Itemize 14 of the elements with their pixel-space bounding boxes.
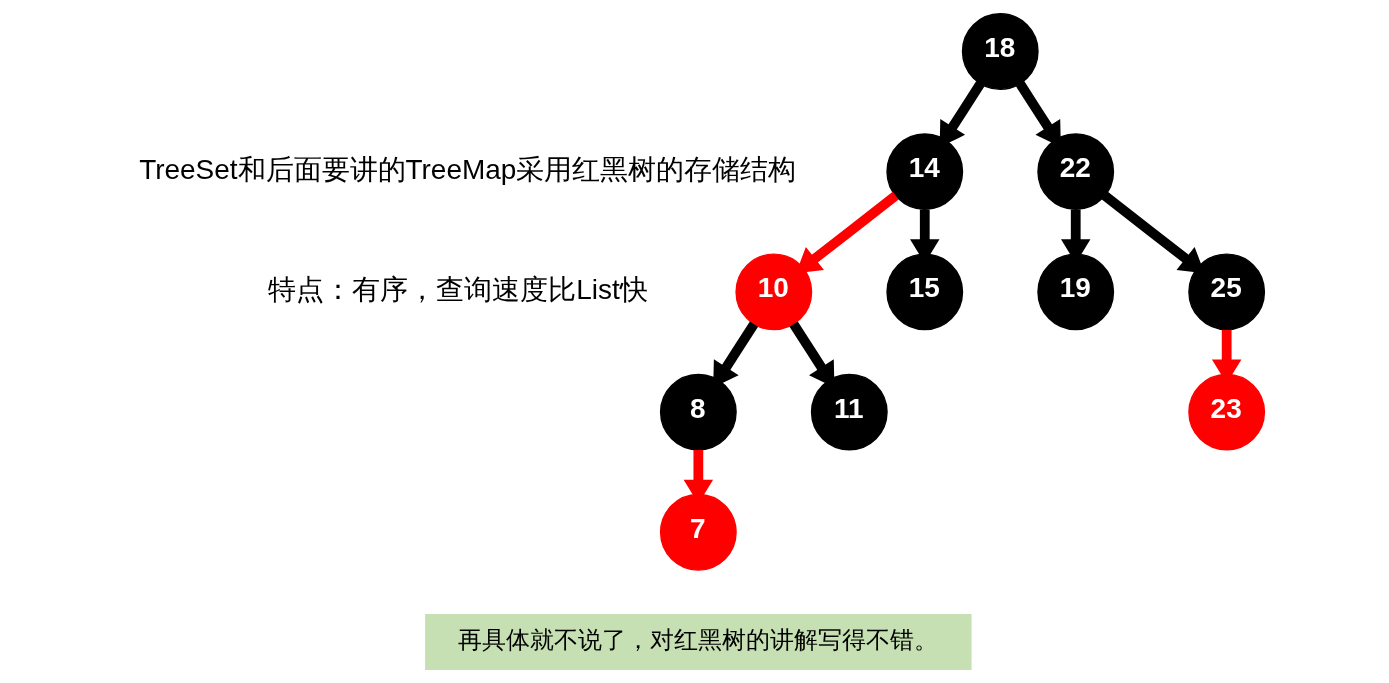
node-circle: 25 [1188,253,1266,331]
node-circle: 22 [1037,133,1115,211]
node-circle: 18 [961,13,1039,90]
node-box: 再具体就不说了，对红黑树的讲解写得不错。 [425,614,972,670]
node-circle: 23 [1188,373,1266,451]
node-circle: 7 [659,493,737,571]
node-circle: 14 [886,133,964,211]
node-circle: 8 [659,373,737,451]
label: 特点：有序，查询速度比List快 [268,273,648,305]
label: TreeSet和后面要讲的TreeMap采用红黑树的存储结构 [139,153,797,185]
node-circle: 10 [735,253,813,331]
node-circle: 15 [886,253,964,331]
node-circle: 11 [810,373,888,451]
node-circle: 19 [1037,253,1115,331]
